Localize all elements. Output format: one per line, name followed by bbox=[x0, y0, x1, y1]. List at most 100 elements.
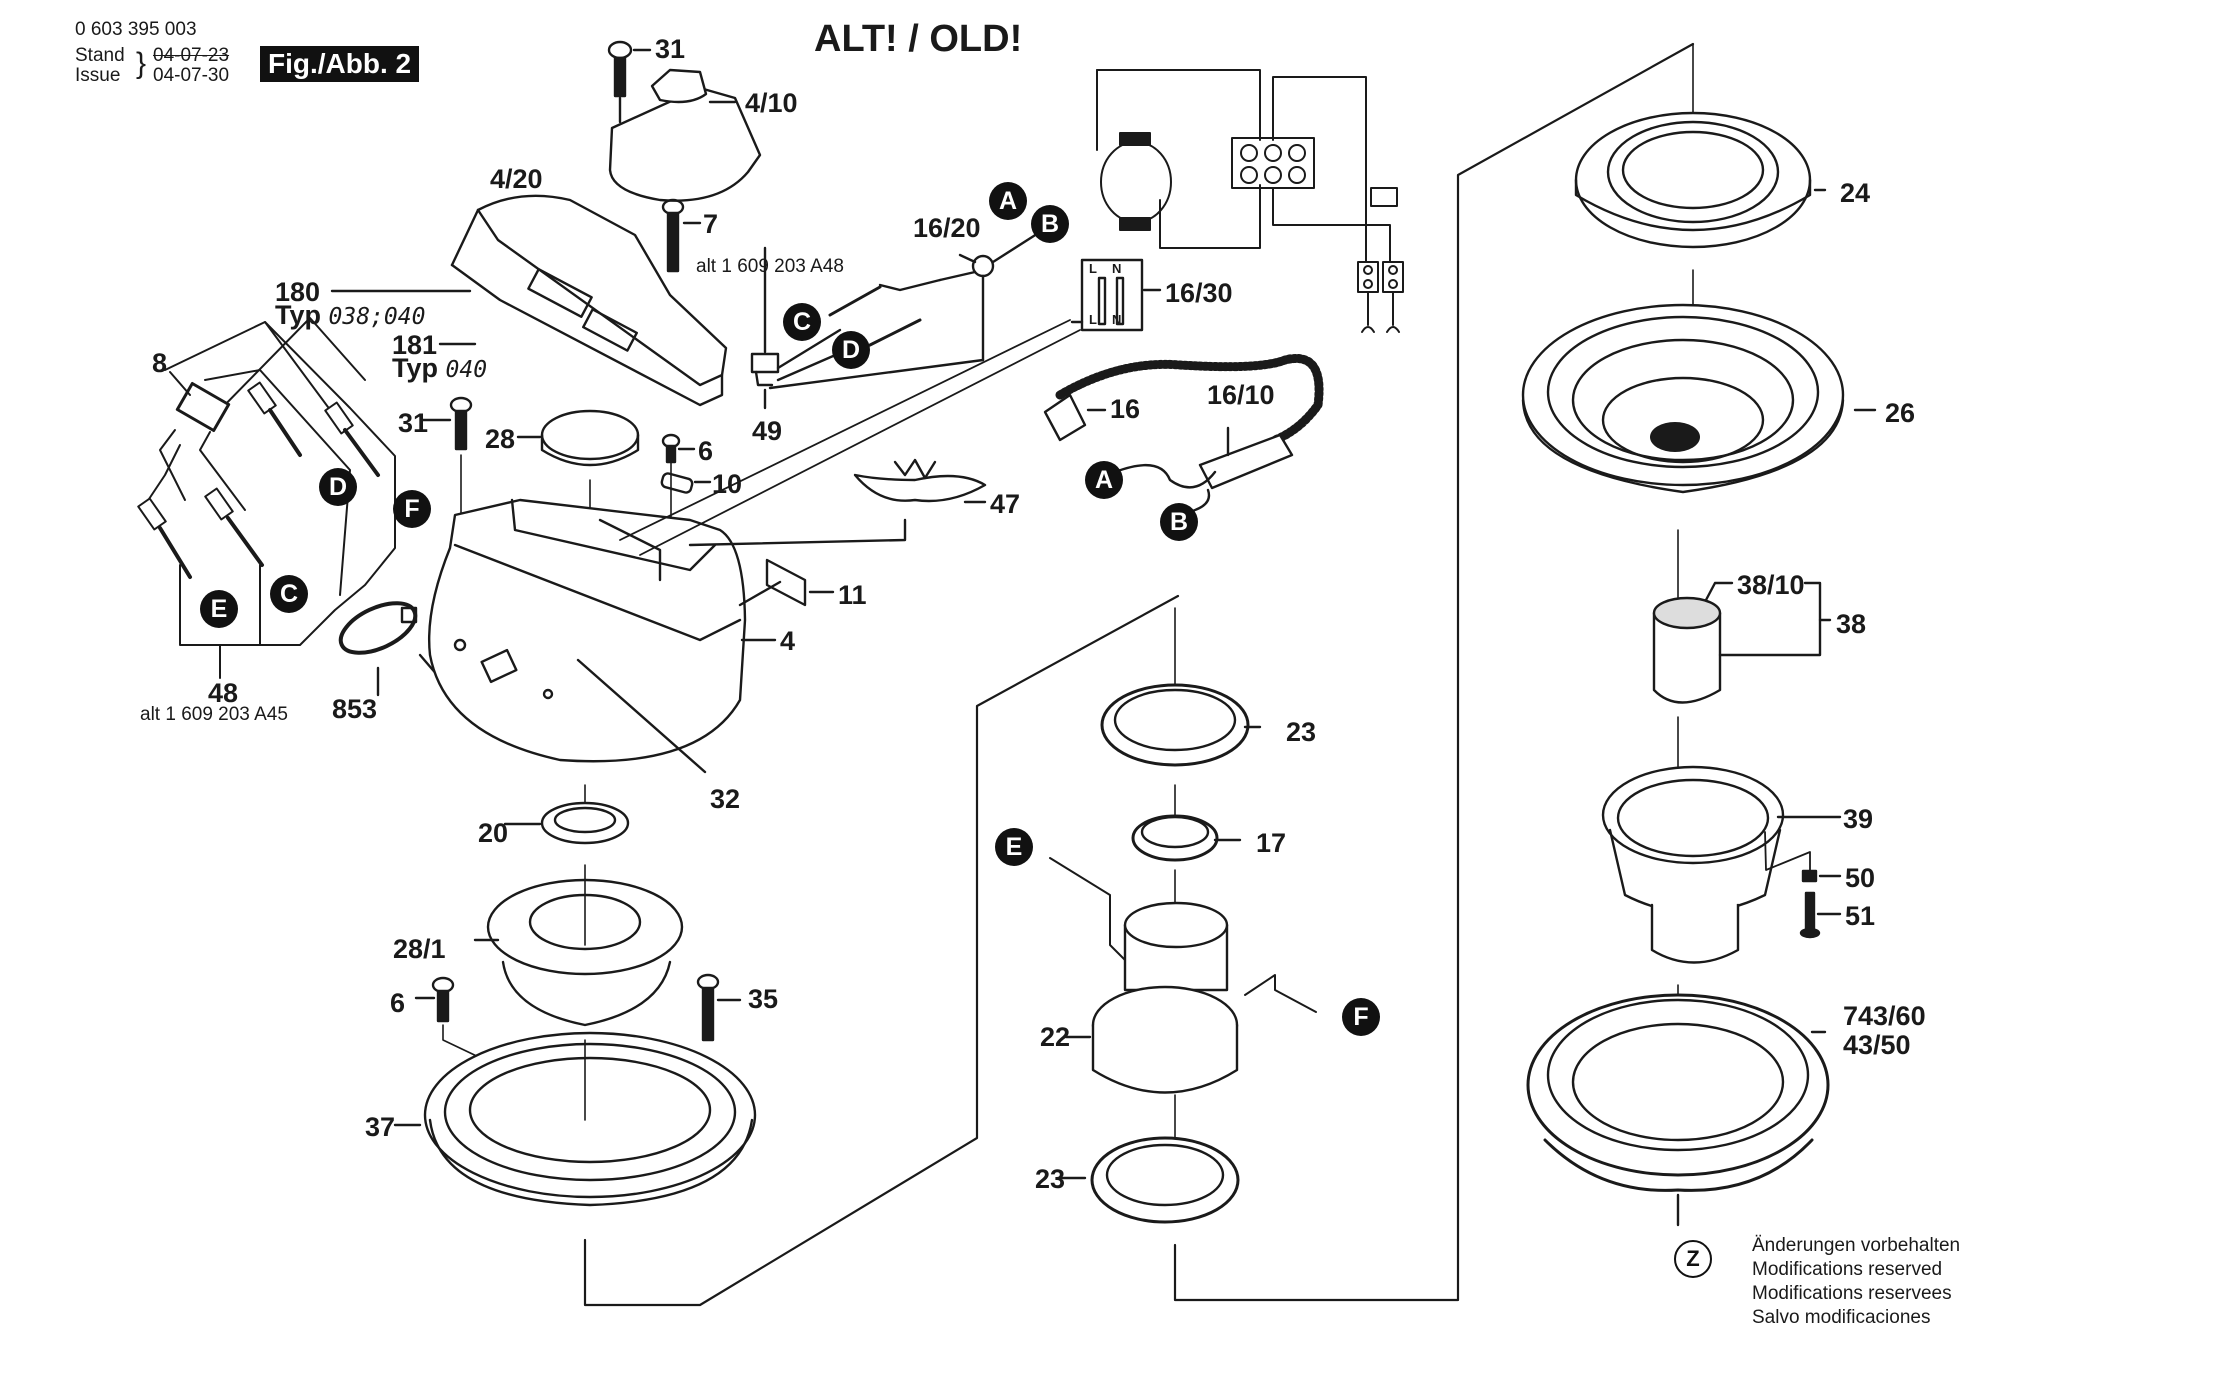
label-6-top: 6 bbox=[698, 436, 714, 466]
wiring-schematic bbox=[1096, 69, 1404, 333]
label-180-typ: Typ 038;040 bbox=[275, 302, 425, 329]
part-28-cap bbox=[516, 409, 640, 586]
label-23-top: 23 bbox=[1286, 717, 1317, 747]
switch-l-top: L bbox=[1089, 261, 1097, 276]
label-17: 17 bbox=[1256, 828, 1287, 858]
part-24-flange bbox=[1574, 43, 1827, 249]
label-853: 853 bbox=[332, 694, 378, 724]
part-11-label-plate bbox=[738, 558, 835, 607]
label-43-50: 43/50 bbox=[1843, 1030, 1911, 1060]
label-180: 180 bbox=[275, 277, 321, 307]
switch-l-bottom: L bbox=[1089, 312, 1097, 327]
connector-c-mid: C bbox=[783, 303, 821, 341]
label-38-10: 38/10 bbox=[1737, 570, 1805, 600]
label-16-10: 16/10 bbox=[1207, 380, 1275, 410]
label-11: 11 bbox=[838, 580, 867, 610]
divider-middle bbox=[583, 594, 1180, 1307]
part-20-ring bbox=[503, 784, 630, 845]
label-31-top: 31 bbox=[655, 34, 686, 64]
stand-date: 04-07-23 bbox=[153, 45, 230, 66]
part-number: 0 603 395 003 bbox=[75, 19, 197, 40]
figure-label: Fig./Abb. 2 bbox=[260, 46, 420, 82]
part-39-filter-holder bbox=[1601, 716, 1842, 964]
part-4-10-switch-cap bbox=[608, 68, 762, 202]
issue-date: 04-07-30 bbox=[153, 65, 230, 86]
issue-label: Issue bbox=[75, 65, 121, 86]
label-20: 20 bbox=[478, 818, 509, 848]
label-16-30: 16/30 bbox=[1165, 278, 1233, 308]
part-26-filter-basket bbox=[1521, 269, 1877, 494]
label-32: 32 bbox=[710, 784, 741, 814]
connector-b-cord: B bbox=[1160, 503, 1198, 541]
footer-notes: Änderungen vorbehalten Modifications res… bbox=[1752, 1234, 1960, 1330]
connector-f-left: F bbox=[393, 490, 431, 528]
label-6-bottom: 6 bbox=[390, 988, 406, 1018]
typ-value: 038;040 bbox=[328, 304, 426, 330]
label-16: 16 bbox=[1110, 394, 1141, 424]
part-16-30-switch bbox=[1070, 258, 1162, 332]
connector-d-mid: D bbox=[832, 331, 870, 369]
footer-note-en: Modifications reserved bbox=[1752, 1259, 1943, 1280]
label-181: 181 bbox=[392, 330, 438, 360]
label-22: 22 bbox=[1040, 1022, 1071, 1052]
label-35: 35 bbox=[748, 984, 779, 1014]
part-23-bottom-seal bbox=[1058, 1094, 1240, 1224]
label-26: 26 bbox=[1885, 398, 1916, 428]
screw-50-51 bbox=[1799, 869, 1842, 939]
label-37: 37 bbox=[365, 1112, 396, 1142]
label-16-20: 16/20 bbox=[913, 213, 981, 243]
part-23-top-seal bbox=[1100, 607, 1262, 767]
part-16-power-cord bbox=[1043, 354, 1324, 517]
label-51: 51 bbox=[1845, 901, 1876, 931]
label-10: 10 bbox=[712, 469, 743, 499]
connector-f-motor: F bbox=[1342, 998, 1380, 1036]
label-38: 38 bbox=[1836, 609, 1867, 639]
connector-e-left: E bbox=[200, 590, 238, 628]
part-22-motor bbox=[1049, 857, 1317, 1094]
reference-z: Z bbox=[1674, 1240, 1712, 1278]
connector-d-left: D bbox=[319, 468, 357, 506]
section-divider-lines bbox=[583, 42, 1695, 1307]
connector-a-cord: A bbox=[1085, 461, 1123, 499]
connector-a-top: A bbox=[989, 182, 1027, 220]
label-28: 28 bbox=[485, 424, 516, 454]
label-28-1: 28/1 bbox=[393, 934, 446, 964]
connector-e-motor: E bbox=[995, 828, 1033, 866]
label-alt-a48: alt 1 609 203 A48 bbox=[696, 256, 844, 277]
screw-31-top bbox=[607, 40, 652, 124]
part-43-50-collar bbox=[1526, 984, 1830, 1227]
part-38-filter-cartridge bbox=[1652, 529, 1832, 704]
label-24: 24 bbox=[1840, 178, 1871, 208]
label-4: 4 bbox=[780, 626, 796, 656]
connector-c-left: C bbox=[270, 575, 308, 613]
label-49: 49 bbox=[752, 416, 783, 446]
label-alt-a45: alt 1 609 203 A45 bbox=[140, 704, 288, 725]
part-37-base-plate bbox=[393, 1031, 757, 1207]
part-28-1-filter-housing bbox=[473, 864, 684, 1027]
switch-n-top: N bbox=[1112, 261, 1122, 276]
label-8: 8 bbox=[152, 348, 168, 378]
connector-b-top: B bbox=[1031, 205, 1069, 243]
label-39: 39 bbox=[1843, 804, 1874, 834]
screw-7 bbox=[661, 198, 702, 273]
wiring-harness-48 bbox=[137, 317, 396, 679]
part-4-20-handle bbox=[450, 194, 728, 407]
label-23-bottom: 23 bbox=[1035, 1164, 1066, 1194]
typ-prefix: Typ bbox=[275, 300, 321, 330]
typ-value: 040 bbox=[445, 357, 488, 383]
switch-n-bottom: N bbox=[1112, 312, 1122, 327]
label-181-typ: Typ 040 bbox=[392, 355, 487, 382]
stand-label: Stand bbox=[75, 45, 125, 66]
label-7: 7 bbox=[703, 209, 719, 239]
footer-note-de: Änderungen vorbehalten bbox=[1752, 1235, 1961, 1256]
divider-right bbox=[1173, 42, 1695, 1302]
footer-note-es: Salvo modificaciones bbox=[1752, 1307, 1931, 1328]
part-4-motor-housing bbox=[427, 319, 1081, 774]
diagram-title: ALT! / OLD! bbox=[814, 18, 1023, 60]
screw-6-and-plate-10 bbox=[660, 433, 712, 531]
part-49-clip-and-wires bbox=[750, 230, 1042, 410]
label-48: 48 bbox=[208, 678, 239, 708]
part-47-cable-holder bbox=[853, 458, 987, 504]
screw-35 bbox=[696, 973, 742, 1042]
